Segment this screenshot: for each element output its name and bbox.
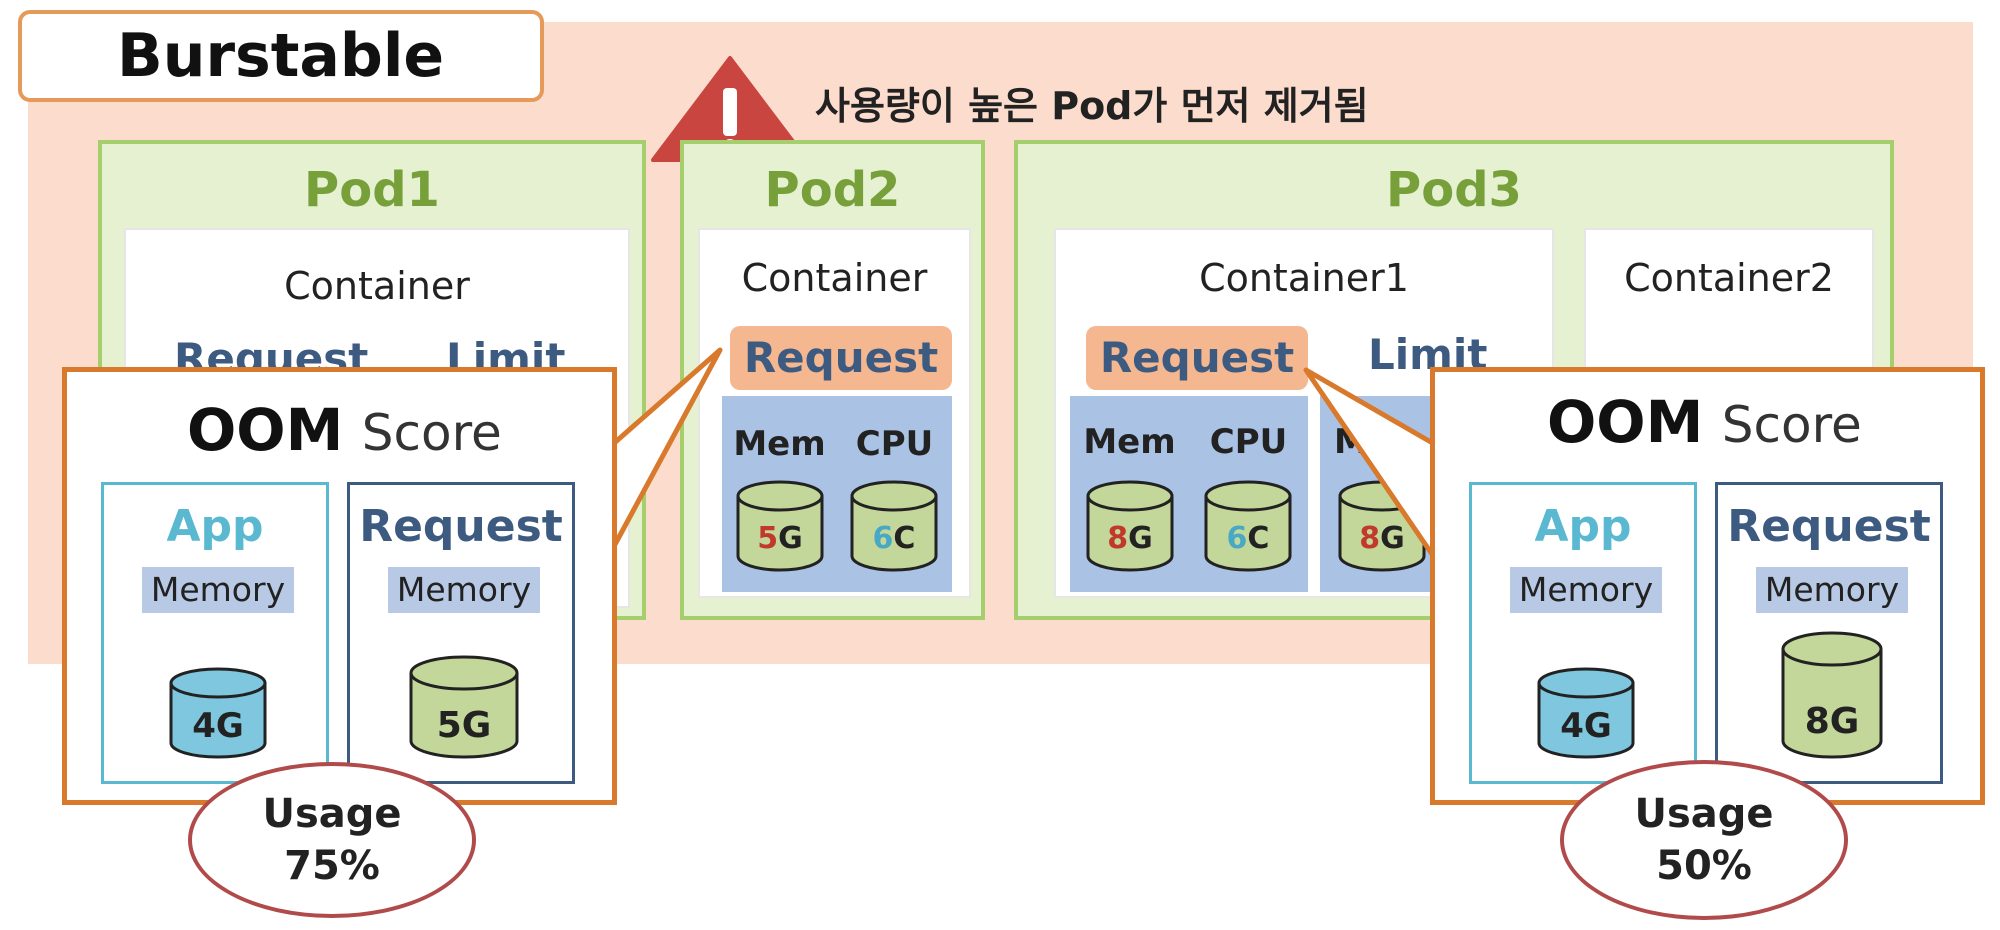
request-memory-box: Request Memory 5G (347, 482, 575, 784)
request-title: Request (1727, 501, 1931, 552)
svg-text:8G: 8G (1107, 521, 1153, 556)
cpu-label: CPU (1209, 422, 1288, 462)
memory-cylinder-icon: 4G (169, 667, 267, 759)
svg-text:8G: 8G (1359, 521, 1405, 556)
memory-cylinder-icon: 4G (1537, 667, 1635, 759)
usage-badge-left: Usage 75% (188, 762, 476, 918)
request-pill: Request (1086, 326, 1308, 390)
warning-text: 사용량이 높은 Pod가 먼저 제거됨 (815, 84, 1369, 128)
usage-badge-right: Usage 50% (1560, 760, 1848, 920)
mem-label: Mem (733, 424, 826, 464)
usage-value: 75% (284, 843, 380, 889)
request-pill: Request (730, 326, 952, 390)
pod2-box: Pod2 Container Request Mem CPU 5G 6C (680, 140, 985, 620)
container1-label: Container1 (1199, 256, 1409, 300)
app-memory-box: App Memory 4G (1469, 482, 1697, 784)
svg-text:5G: 5G (437, 705, 492, 746)
usage-value: 50% (1656, 843, 1752, 889)
oom-score-left: OOM Score App Memory 4G Request Memory 5… (62, 367, 617, 805)
usage-label: Usage (1634, 791, 1774, 837)
svg-text:8G: 8G (1805, 701, 1860, 742)
svg-text:6C: 6C (1227, 521, 1270, 556)
app-title: App (1534, 501, 1632, 552)
container2-label: Container2 (1624, 256, 1834, 300)
request-title: Request (359, 501, 563, 552)
oom-score-title: OOM Score (187, 396, 502, 464)
memory-label: Memory (142, 567, 294, 613)
memory-label: Memory (1756, 567, 1908, 613)
pod3-title: Pod3 (1386, 162, 1522, 218)
oom-score-right: OOM Score App Memory 4G Request Memory 8… (1430, 367, 1985, 805)
cpu-label: CPU (855, 424, 934, 464)
svg-text:4G: 4G (192, 706, 244, 746)
oom-score-title: OOM Score (1547, 388, 1862, 456)
request-memory-box: Request Memory 8G (1715, 482, 1943, 784)
memory-cylinder-icon: 5G (409, 655, 519, 759)
cpu-cylinder-icon: 6C (850, 480, 938, 572)
memory-cylinder-icon: 5G (736, 480, 824, 572)
pod2-container: Container Request Mem CPU 5G 6C (698, 228, 971, 598)
cpu-cylinder-icon: 6C (1204, 480, 1292, 572)
pod2-title: Pod2 (764, 162, 901, 218)
svg-text:5G: 5G (757, 521, 803, 556)
pod1-title: Pod1 (304, 162, 440, 218)
request-resource-panel: Mem CPU 8G 6C (1070, 396, 1308, 592)
request-resource-panel: Mem CPU 5G 6C (722, 396, 952, 592)
container-label: Container (741, 256, 928, 300)
app-title: App (166, 501, 264, 552)
container-label: Container (284, 264, 470, 308)
svg-text:4G: 4G (1560, 706, 1612, 746)
diagram-title: Burstable (18, 10, 544, 102)
app-memory-box: App Memory 4G (101, 482, 329, 784)
memory-cylinder-icon: 8G (1781, 631, 1883, 759)
memory-label: Memory (388, 567, 540, 613)
usage-label: Usage (262, 791, 402, 837)
svg-text:6C: 6C (873, 521, 916, 556)
mem-label: Mem (1083, 422, 1176, 462)
memory-label: Memory (1510, 567, 1662, 613)
memory-cylinder-icon: 8G (1086, 480, 1174, 572)
